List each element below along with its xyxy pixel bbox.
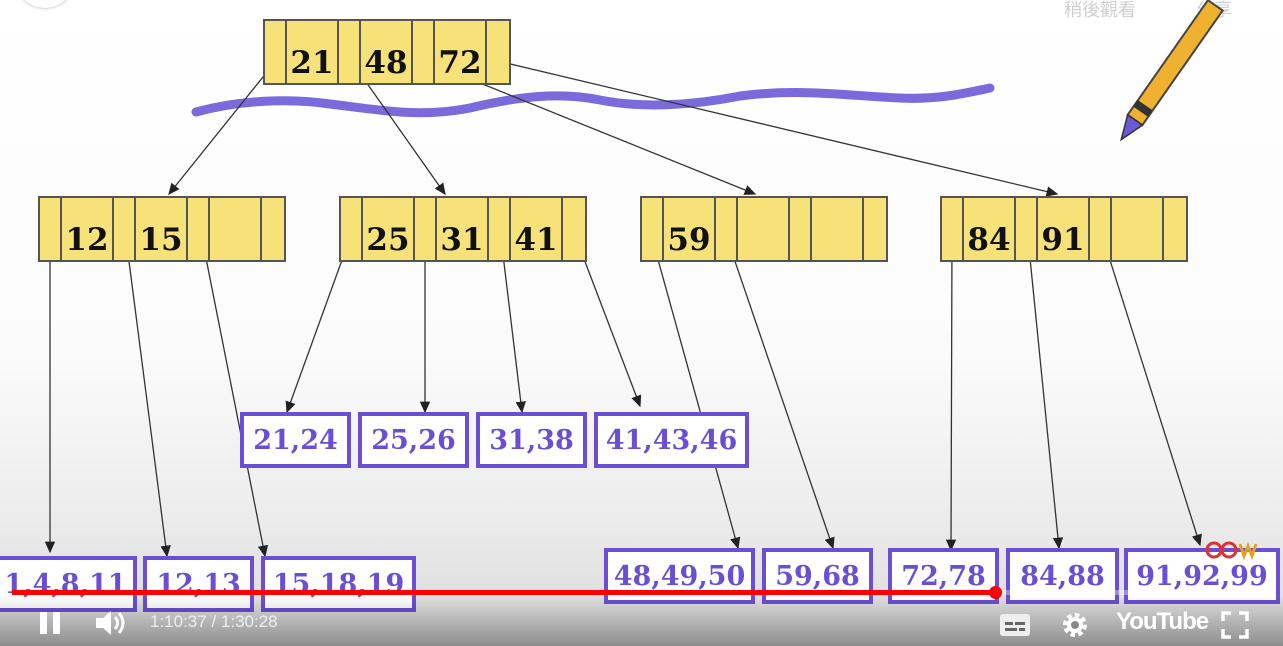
internal-node-3: 59	[640, 196, 888, 262]
leaf-node: 84,88	[1006, 548, 1119, 604]
pointer-cell	[415, 198, 437, 260]
node-key: 41	[511, 198, 563, 260]
pointer-cell	[1164, 198, 1186, 260]
subtitles-icon[interactable]	[999, 613, 1031, 642]
settings-gear-icon[interactable]	[1060, 610, 1090, 645]
watch-later-button[interactable]: 稍後觀看	[1064, 0, 1136, 20]
progress-scrubber[interactable]	[989, 586, 1003, 599]
node-key: 25	[363, 198, 415, 260]
pointer-cell	[339, 21, 361, 83]
channel-avatar[interactable]	[20, 0, 70, 8]
leaf-node: 25,26	[358, 412, 469, 468]
youtube-logo[interactable]: YouTube	[1116, 608, 1209, 635]
leaf-node: 41,43,46	[594, 412, 749, 468]
internal-node-4: 84 91	[940, 196, 1188, 262]
node-key	[210, 198, 262, 260]
leaf-node: 31,38	[476, 412, 587, 468]
control-bar: 1:10:37 / 1:30:28 YouTube	[0, 596, 1283, 646]
root-key: 48	[361, 21, 413, 83]
leaf-node: 91,92,99	[1124, 548, 1280, 604]
root-key: 72	[435, 21, 487, 83]
root-node: 21 48 72	[263, 19, 511, 85]
progress-played	[12, 590, 996, 595]
time-display: 1:10:37 / 1:30:28	[150, 612, 278, 631]
volume-icon[interactable]	[94, 609, 128, 642]
pause-icon[interactable]	[38, 610, 62, 641]
pointer-cell	[413, 21, 435, 83]
pen-icon	[1120, 0, 1225, 142]
node-key: 31	[437, 198, 489, 260]
progress-bar[interactable]	[12, 586, 1271, 599]
pointer-cell	[942, 198, 964, 260]
pointer-cell	[1090, 198, 1112, 260]
node-key: 91	[1038, 198, 1090, 260]
pointer-cell	[864, 198, 886, 260]
root-key: 21	[287, 21, 339, 83]
pointer-cell	[489, 198, 511, 260]
pointer-cell	[265, 21, 287, 83]
node-key	[812, 198, 864, 260]
node-key: 84	[964, 198, 1016, 260]
pointer-cell	[716, 198, 738, 260]
node-key: 12	[62, 198, 114, 260]
internal-node-2: 25 31 41	[339, 196, 587, 262]
pointer-cell	[114, 198, 136, 260]
pointer-cell	[1016, 198, 1038, 260]
pointer-cell	[790, 198, 812, 260]
pointer-cell	[40, 198, 62, 260]
pointer-cell	[341, 198, 363, 260]
pointer-cell	[563, 198, 585, 260]
internal-node-1: 12 15	[38, 196, 286, 262]
node-key	[738, 198, 790, 260]
pointer-cell	[188, 198, 210, 260]
node-key: 15	[136, 198, 188, 260]
node-key	[1112, 198, 1164, 260]
ocw-logo	[1204, 540, 1264, 566]
leaf-node: 1,4,8,11	[0, 556, 137, 612]
pen-scribble	[191, 83, 995, 118]
pointer-cell	[262, 198, 284, 260]
pointer-cell	[642, 198, 664, 260]
leaf-node: 21,24	[240, 412, 351, 468]
fullscreen-icon[interactable]	[1221, 611, 1249, 644]
pointer-cell	[487, 21, 509, 83]
node-key: 59	[664, 198, 716, 260]
